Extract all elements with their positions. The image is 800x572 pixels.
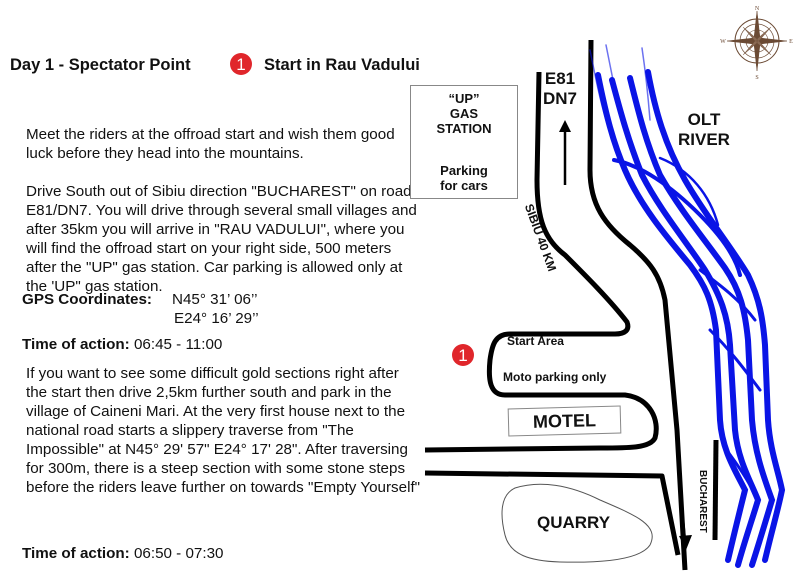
- extra-sections-paragraph: If you want to see some difficult gold s…: [26, 365, 421, 496]
- compass-w: W: [720, 39, 726, 45]
- page-subtitle: Start in Rau Vadului: [264, 56, 420, 74]
- page-title-row: Day 1 - Spectator Point 1 Start in Rau V…: [10, 53, 420, 75]
- bucharest-direction-label: BUCHAREST: [697, 470, 708, 533]
- road-name-dn7: DN7: [543, 89, 578, 108]
- gas-station-box: “UP” GAS STATION Parking for cars: [410, 85, 518, 199]
- parking-line1: Parking: [440, 163, 488, 178]
- compass-s: S: [755, 75, 758, 81]
- quarry-outline: [501, 483, 653, 563]
- gps-longitude: E24° 16’ 29’’: [174, 310, 259, 327]
- olt-river: [589, 44, 786, 568]
- spectator-point-badge: 1: [230, 53, 252, 75]
- gps-latitude: N45° 31’ 06’’: [172, 291, 258, 308]
- motel-label: MOTEL: [507, 405, 622, 437]
- compass-rose-icon: N S E W: [720, 6, 793, 81]
- parking-line2: for cars: [440, 178, 488, 193]
- gps-coordinates: GPS Coordinates: N45° 31’ 06’’ E24° 16’ 2…: [22, 290, 259, 328]
- road-name-e81: E81: [544, 69, 576, 88]
- moto-parking-label: Moto parking only: [503, 370, 607, 384]
- time-label: Time of action:: [22, 336, 130, 353]
- road-label: E81 DN7: [543, 69, 577, 109]
- time-of-action-1: Time of action: 06:45 - 11:00: [22, 336, 222, 353]
- gas-station-line1: “UP”: [448, 91, 480, 106]
- time-value: 06:50 - 07:30: [129, 545, 224, 562]
- roads: [424, 39, 719, 571]
- time-value: 06:45 - 11:00: [129, 336, 223, 353]
- road-left-edge: [424, 71, 659, 453]
- compass-e: E: [789, 39, 793, 45]
- directions-paragraph: Drive South out of Sibiu direction "BUCH…: [26, 183, 417, 295]
- start-area-label: Start Area: [507, 334, 564, 348]
- road-south-edge: [712, 439, 719, 541]
- river-label-line2: RIVER: [678, 130, 730, 149]
- gas-station-line2: GAS: [449, 106, 479, 121]
- river-label: OLT RIVER: [678, 110, 730, 150]
- river-label-line1: OLT: [687, 110, 721, 129]
- page-title: Day 1 - Spectator Point: [10, 56, 191, 74]
- road-right-edge: [587, 39, 688, 571]
- road-lower-edge: [424, 470, 681, 556]
- intro-paragraph: Meet the riders at the offroad start and…: [26, 126, 395, 162]
- start-marker-badge: 1: [452, 344, 474, 366]
- time-label: Time of action:: [22, 545, 130, 562]
- quarry-label: QUARRY: [537, 513, 611, 532]
- gps-label: GPS Coordinates:: [22, 291, 152, 308]
- gas-station-line3: STATION: [436, 121, 492, 136]
- north-arrow-icon: [559, 120, 571, 185]
- time-of-action-2: Time of action: 06:50 - 07:30: [22, 545, 223, 562]
- compass-n: N: [755, 6, 760, 12]
- south-arrow-icon: [678, 489, 692, 550]
